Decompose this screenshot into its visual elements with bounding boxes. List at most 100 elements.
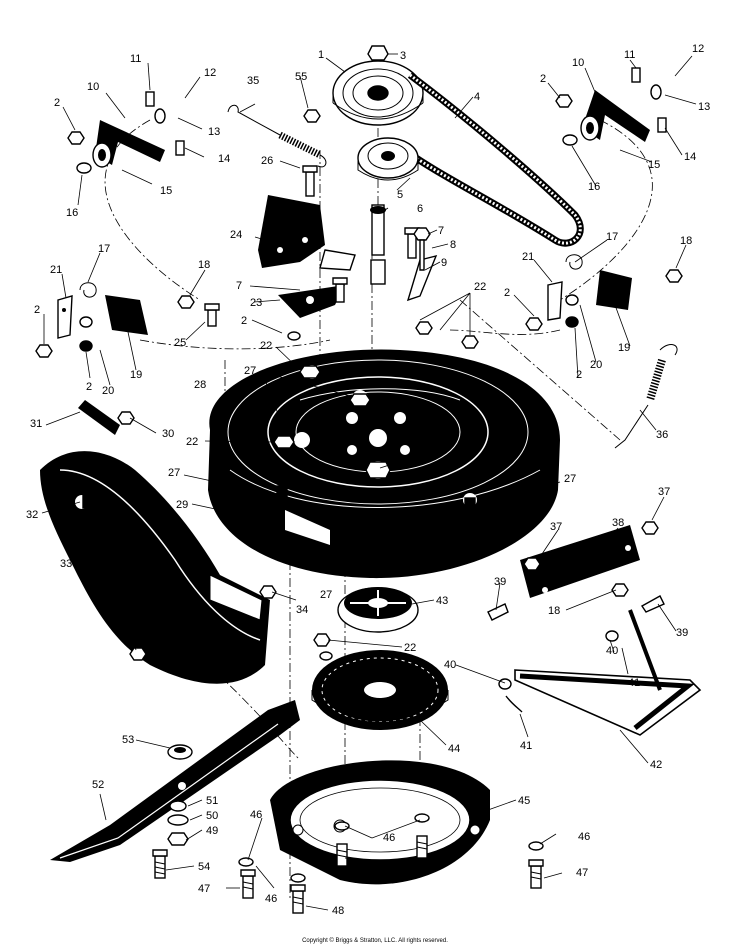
callout-3: 3 (400, 50, 406, 62)
callout-18-right: 18 (680, 235, 692, 247)
callout-54-center: 54 (383, 858, 395, 870)
callout-46-left-bottom: 46 (265, 893, 277, 905)
callout-40-left: 40 (444, 659, 456, 671)
callout-31: 31 (30, 418, 42, 430)
callout-39-left: 39 (494, 576, 506, 588)
callout-9: 9 (441, 257, 447, 269)
callout-10-left: 10 (87, 81, 99, 93)
callout-47-right: 47 (576, 867, 588, 879)
callout-45: 45 (518, 795, 530, 807)
callout-7-left: 7 (236, 280, 242, 292)
callout-7-right: 7 (438, 225, 444, 237)
callout-5: 5 (397, 189, 403, 201)
callout-20-left: 20 (102, 385, 114, 397)
left-belt-guide (92, 120, 165, 168)
callout-2-right-top: 2 (540, 73, 546, 85)
callout-37-left: 37 (550, 521, 562, 533)
callout-20-right: 20 (590, 359, 602, 371)
callout-52: 52 (92, 779, 104, 791)
callout-2-left-top: 2 (54, 97, 60, 109)
callout-39-right: 39 (676, 627, 688, 639)
callout-25: 25 (174, 337, 186, 349)
deck-housing (208, 336, 560, 579)
callout-54-left: 54 (198, 861, 210, 873)
callout-6: 6 (417, 203, 423, 215)
callout-33: 33 (60, 558, 72, 570)
callout-55: 55 (295, 71, 307, 83)
blade-adapter (167, 744, 193, 846)
callout-12-right: 12 (692, 43, 704, 55)
callout-23: 23 (250, 297, 262, 309)
callout-19-left: 19 (130, 369, 142, 381)
deck-spring (614, 344, 678, 449)
blade-spindle-pulley (337, 587, 419, 633)
callout-32: 32 (26, 509, 38, 521)
hardware-nuts (35, 94, 683, 661)
left-belt-keeper (57, 295, 148, 339)
callout-27-bottom: 27 (320, 589, 332, 601)
callout-42: 42 (650, 759, 662, 771)
callout-53: 53 (122, 734, 134, 746)
callout-2-right-bottom: 2 (576, 369, 582, 381)
callout-21-left: 21 (50, 264, 62, 276)
callout-43: 43 (436, 595, 448, 607)
callout-15-right: 15 (648, 159, 660, 171)
engine-pulley (332, 60, 424, 126)
callout-18-bottom: 18 (548, 605, 560, 617)
callout-2-center: 2 (241, 315, 247, 327)
callout-50: 50 (206, 810, 218, 822)
callout-2-left-mid: 2 (34, 304, 40, 316)
hardware-washers (76, 84, 662, 883)
callout-16-left: 16 (66, 207, 78, 219)
shoulder-bolts (406, 239, 665, 713)
spring-clips (79, 254, 583, 298)
callout-41-right: 41 (628, 677, 640, 689)
callout-46-center: 46 (383, 832, 395, 844)
callout-36: 36 (656, 429, 668, 441)
callout-51: 51 (206, 795, 218, 807)
blade-housing (270, 760, 490, 885)
callout-41-left: 41 (520, 740, 532, 752)
right-belt-guide (580, 90, 650, 142)
leader-lines (41, 53, 697, 911)
callout-11-right: 11 (624, 49, 635, 61)
callout-13-left: 13 (208, 126, 220, 138)
callout-22-top-left: 22 (260, 340, 272, 352)
idler-arm (278, 285, 345, 318)
callout-27-top: 27 (244, 365, 256, 377)
idler-pulley (357, 137, 419, 181)
callout-2-right-mid: 2 (504, 287, 510, 299)
callout-8: 8 (450, 239, 456, 251)
deck-hanger-bracket (520, 525, 640, 598)
chute-deflector-bracket (78, 400, 120, 435)
callout-21-right: 21 (522, 251, 534, 263)
callout-14-left: 14 (218, 153, 230, 165)
callout-48: 48 (332, 905, 344, 917)
copyright-notice: Copyright © Briggs & Stratton, LLC. All … (302, 937, 448, 944)
callout-40-right: 40 (606, 645, 618, 657)
part-number-callouts: 1 3 55 4 35 26 5 6 7 8 9 24 7 23 2 25 22… (26, 43, 710, 917)
callout-35: 35 (247, 75, 259, 87)
callout-34-left: 34 (118, 604, 130, 616)
pulley-nut (367, 45, 389, 61)
front-hanger-bar (514, 609, 702, 736)
callout-12-left: 12 (204, 67, 216, 79)
idler-spring (227, 104, 327, 168)
callout-44: 44 (448, 743, 460, 755)
callout-11-left: 11 (130, 53, 141, 65)
callout-30: 30 (162, 428, 174, 440)
discharge-chute (40, 451, 270, 684)
callout-28: 28 (194, 379, 206, 391)
drive-belt (402, 72, 584, 247)
callout-27-left: 27 (168, 467, 180, 479)
callout-24: 24 (230, 229, 242, 241)
right-belt-keeper (547, 270, 632, 321)
callout-47-left: 47 (198, 883, 210, 895)
callout-18-left: 18 (198, 259, 210, 271)
cooling-fan (311, 650, 449, 730)
callout-19-right: 19 (618, 342, 630, 354)
spindle-shaft (370, 204, 386, 285)
callout-22-top-right: 22 (474, 281, 486, 293)
callout-34-right: 34 (296, 604, 308, 616)
